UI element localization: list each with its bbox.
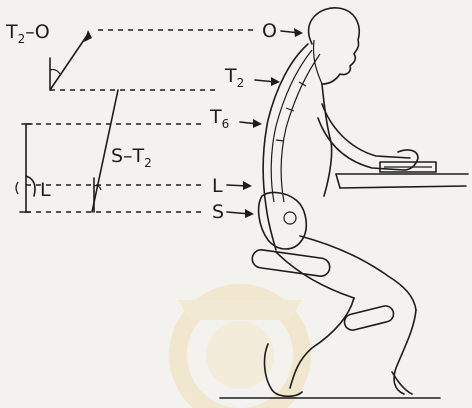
desk-underside <box>340 186 466 188</box>
l-curve <box>26 176 35 196</box>
label-t6: T6 <box>209 106 229 131</box>
t2-o-arrow-icon <box>84 30 92 42</box>
spine-line-outer <box>271 50 312 202</box>
angle-s-t2-label: S–T2 <box>111 145 152 170</box>
desk <box>336 162 468 188</box>
t6-arrow-icon <box>253 119 262 128</box>
angle-s-t2-diagram: S–T2 <box>92 90 152 212</box>
label-lumbar: L <box>212 175 223 197</box>
seated-figure <box>259 8 418 396</box>
label-sacrum: S <box>212 201 224 223</box>
l-angle-arc <box>16 182 18 194</box>
angle-t2-o-label: T2–O <box>5 21 50 46</box>
spine-marker-3 <box>276 140 284 141</box>
label-t2: T2 <box>224 65 244 90</box>
spine-line-inner <box>281 54 320 202</box>
t2-o-tilt-line <box>50 34 88 90</box>
angle-l-diagram: L <box>16 124 51 212</box>
angle-l-label: L <box>40 179 51 201</box>
sacrum-arrow-icon <box>245 209 254 218</box>
back-contour <box>263 44 308 250</box>
thigh-top <box>300 236 416 310</box>
hip-joint <box>284 212 296 224</box>
upper-arm <box>322 104 410 158</box>
head-outline <box>309 8 360 84</box>
seal-watermark-icon <box>178 293 302 408</box>
level-labels: O T2 T6 L S <box>209 20 303 223</box>
seat-pad <box>251 249 331 278</box>
occiput-arrow-icon <box>294 28 303 37</box>
label-occiput: O <box>262 20 277 42</box>
desk-edge <box>336 174 340 188</box>
angle-t2-o-diagram: T2–O <box>5 21 92 90</box>
t2-o-angle-arc <box>50 70 60 75</box>
lumbar-arrow-icon <box>243 181 252 190</box>
t2-arrow-icon <box>271 77 280 86</box>
